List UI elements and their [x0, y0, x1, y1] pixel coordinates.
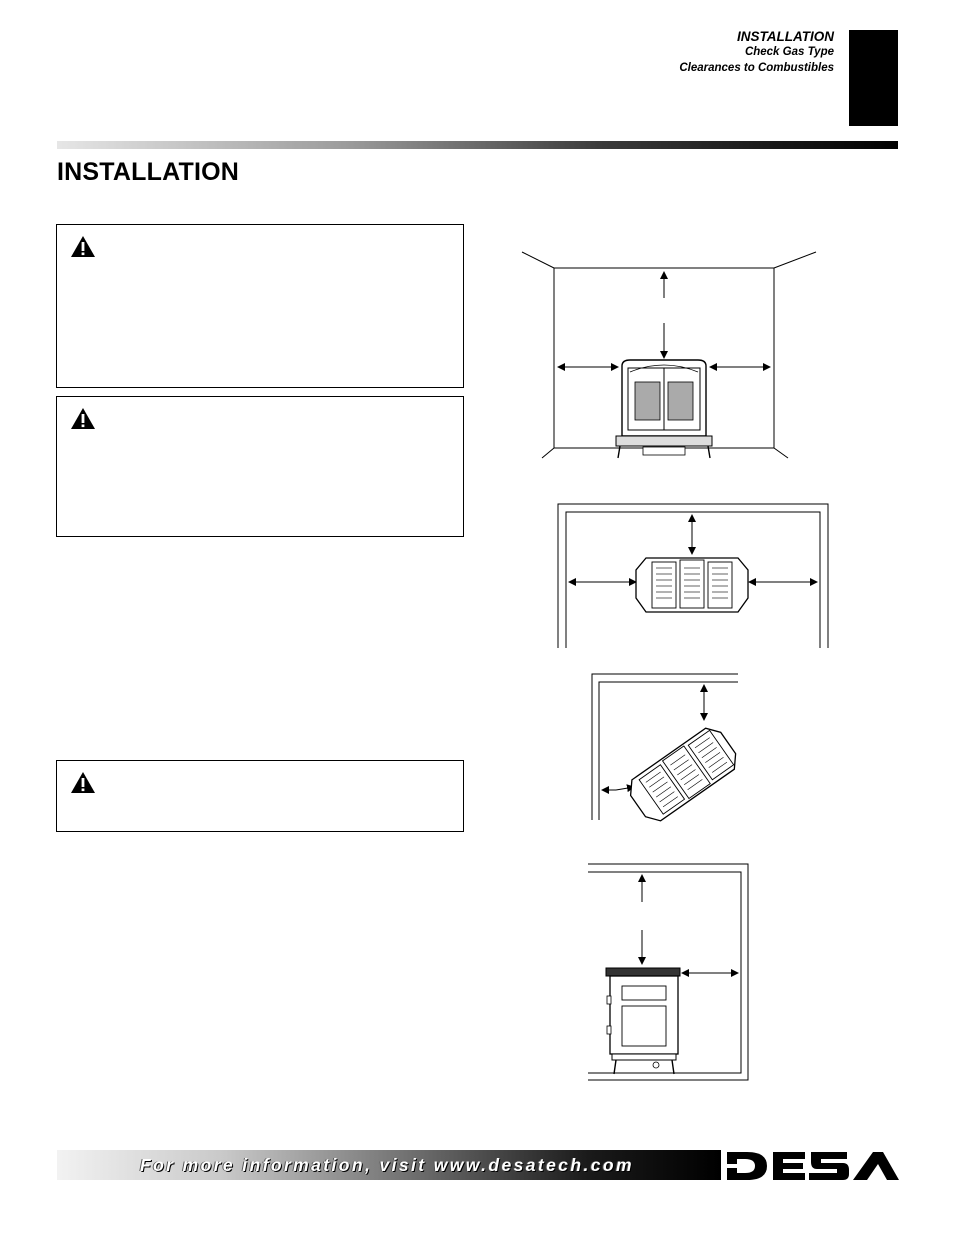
figure-front-clearances	[521, 251, 817, 459]
footer-gradient-bar	[57, 1150, 721, 1180]
warning-box-3	[56, 760, 464, 832]
warning-box-2	[56, 396, 464, 537]
warning-triangle-icon	[71, 236, 95, 257]
figure-top-view-corner	[591, 673, 738, 822]
figure-top-view-wall	[557, 503, 829, 648]
header-section-title: INSTALLATION	[737, 29, 834, 44]
header-gradient-rule	[57, 141, 898, 149]
warning-triangle-icon	[71, 772, 95, 793]
stove-top-icon	[635, 557, 749, 613]
warning-box-1	[56, 224, 464, 388]
warning-triangle-icon	[71, 408, 95, 429]
stove-side-icon	[605, 967, 681, 1075]
header-subtopic-gas-type: Check Gas Type	[744, 46, 834, 58]
stove-front-icon	[615, 359, 713, 459]
desa-logo-icon	[727, 1152, 899, 1180]
section-tab-block	[849, 30, 898, 126]
header-subtopic-clearances: Clearances to Combustibles	[679, 62, 834, 74]
footer-website-link[interactable]: For more information, visit www.desatech…	[140, 1155, 634, 1175]
page-title: INSTALLATION	[57, 158, 240, 186]
stove-corner-icon	[629, 727, 737, 822]
figure-side-view-clearances	[588, 863, 749, 1081]
